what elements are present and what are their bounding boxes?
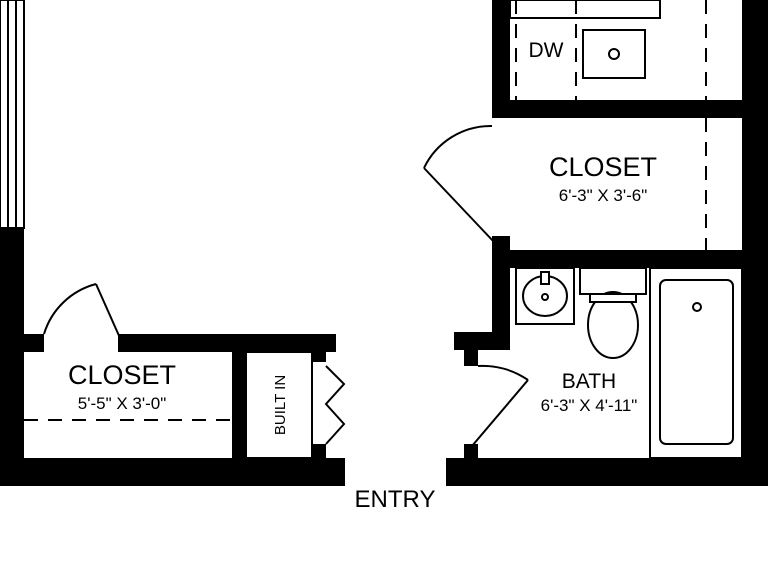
upper-closet-size: 6'-3" X 3'-6" bbox=[559, 186, 648, 205]
window bbox=[0, 0, 25, 229]
bottom-wall-left bbox=[0, 458, 345, 486]
closet-bath-wall bbox=[492, 250, 768, 268]
bath-label: BATH bbox=[562, 370, 616, 393]
counter-edge bbox=[509, 0, 661, 19]
bath-door bbox=[471, 379, 529, 447]
kitchen-closet-wall bbox=[492, 100, 768, 118]
builtin-jamb-bottom bbox=[312, 444, 326, 464]
kitchen-fixtures: DW bbox=[509, 0, 707, 100]
bottom-wall-right bbox=[446, 458, 768, 486]
dishwasher-label: DW bbox=[529, 39, 564, 62]
upper-closet-door bbox=[423, 167, 495, 243]
builtin-jamb-top bbox=[312, 334, 326, 362]
right-exterior-wall bbox=[742, 0, 768, 486]
bathtub-basin bbox=[659, 279, 734, 445]
toilet-bowl bbox=[587, 291, 639, 359]
built-in-cabinet bbox=[245, 351, 313, 459]
entry-label: ENTRY bbox=[355, 486, 436, 513]
built-in-label: BUILT IN bbox=[272, 375, 289, 435]
toilet-tank bbox=[579, 267, 647, 295]
bath-left-wall bbox=[492, 250, 510, 350]
window-frame bbox=[0, 0, 25, 229]
entry-left-jamb bbox=[326, 334, 336, 352]
lower-closet-door bbox=[95, 283, 121, 339]
built-in-bifold-door bbox=[324, 365, 346, 445]
bathtub-drain bbox=[692, 302, 702, 312]
bath-size: 6'-3" X 4'-11" bbox=[541, 396, 638, 415]
built-in: BUILT IN bbox=[245, 351, 346, 459]
bath-door-jamb-top bbox=[464, 332, 478, 366]
upper-closet-label: CLOSET bbox=[549, 152, 657, 182]
left-exterior-wall bbox=[0, 228, 24, 486]
upper-closet: CLOSET 6'-3" X 3'-6" bbox=[423, 118, 707, 250]
kitchen-sink-drain bbox=[608, 48, 620, 60]
walls bbox=[0, 0, 768, 486]
kitchen-wall bbox=[492, 0, 510, 118]
bath-door-jamb-bottom bbox=[464, 444, 478, 464]
bath-left-ledge bbox=[454, 332, 510, 350]
lower-closet-size: 5'-5" X 3'-0" bbox=[78, 394, 167, 413]
lower-closet-door-swing bbox=[43, 283, 97, 335]
closet-builtin-wall bbox=[232, 334, 246, 486]
bath: BATH 6'-3" X 4'-11" bbox=[471, 267, 743, 459]
lower-closet-label: CLOSET bbox=[68, 360, 176, 390]
lower-closet: CLOSET 5'-5" X 3'-0" bbox=[24, 283, 232, 421]
upper-closet-door-swing bbox=[423, 124, 493, 169]
lower-closet-top-wall-left bbox=[0, 334, 44, 352]
lower-closet-top-wall-right bbox=[118, 334, 336, 352]
bath-door-swing bbox=[477, 364, 529, 381]
